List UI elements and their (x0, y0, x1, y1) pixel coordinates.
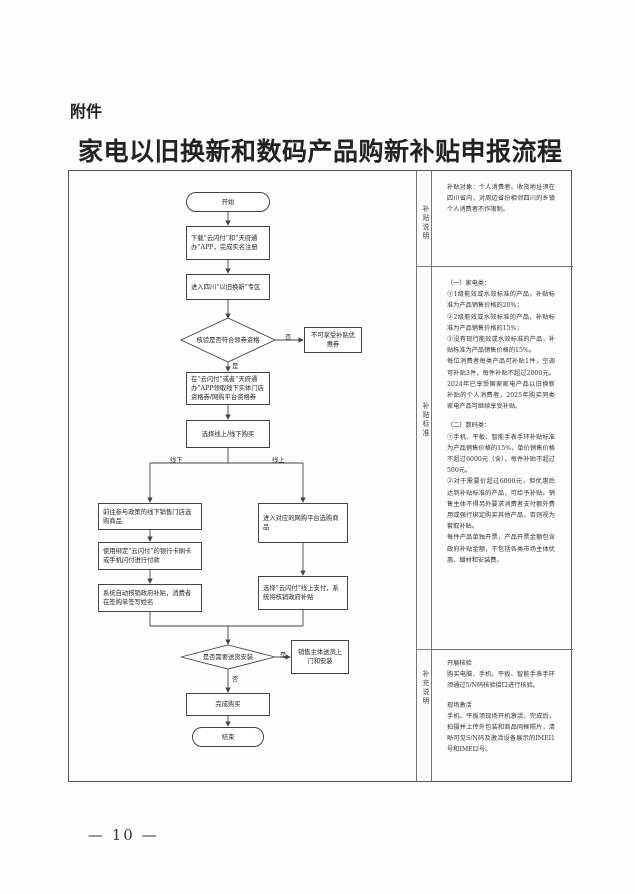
row-divider-2 (416, 649, 573, 650)
sidebar-label-supplement: 补充说明 (422, 670, 430, 705)
flow-check-delivery: 是否需要送货安装 (202, 654, 254, 661)
supplement-2-title: 现场激活 (447, 701, 472, 709)
flow-step-enter-zone: 进入四川“以旧换新”专区 (186, 274, 270, 300)
flow-no-label-2: 否 (232, 676, 239, 683)
supplement-2-text: 手机、平板须现场开机激活，完成后，拍摄并上传外包装和商品同框照片，清晰可见S/N… (447, 712, 555, 754)
column-divider-2 (431, 171, 432, 781)
flow-yes-label-1: 是 (232, 363, 239, 370)
supplement-1-text: 购买电脑、手机、平板、智能手表手环须通过5/N码核验接口进行核验。 (447, 671, 555, 690)
subsidy-standard-text: （一）家电类： ①1级能效或水效标准的产品，补贴标准为产品销售价格的20%； ②… (447, 278, 555, 566)
supplement-1-title: 开展核验 (447, 660, 472, 667)
page-number: — 10 — (88, 826, 159, 844)
home-appliance-rule-1: ①1级能效或水效标准的产品，补贴标准为产品销售价格的20%； (447, 291, 555, 310)
flow-start: 开始 (186, 192, 270, 212)
home-appliance-rule-4: 每位消费者每类产品可补贴1件，空调可补贴3件，每件补贴不超过2000元。2024… (447, 358, 555, 411)
digital-rule-3: 每件产品单独开票，产品开票金额包含政府补贴金额，不包括各类市场主体优惠、赠材和安… (447, 534, 555, 564)
row-divider-1 (416, 266, 573, 267)
sidebar-label-standard: 补贴标准 (422, 402, 430, 437)
check-eligibility-diamond (179, 317, 277, 363)
flow-complete-purchase: 完成购买 (186, 693, 270, 716)
sidebar-label-subject: 补贴说明 (422, 205, 430, 240)
flow-step-download-app: 下载“云闪付”和“天府通办”APP，完成实名注册 (186, 226, 270, 260)
flow-no-label-1: 否 (285, 334, 292, 341)
column-divider-1 (416, 171, 417, 781)
flow-step-choose-channel: 选择线上/线下购买 (186, 420, 270, 448)
digital-rule-2: ②对于需要价超过6000元，但优惠后达到补贴标准的产品，可给予补贴。销售主体不得… (447, 478, 555, 531)
flow-result-delivery: 销售主体送货上门和安装 (291, 640, 349, 674)
flow-result-not-eligible: 不可享受补贴优惠券 (304, 327, 362, 353)
digital-title: （二）数码类： (447, 422, 491, 430)
check-delivery-diamond (180, 644, 276, 670)
flow-offline-store: 前往参与政策的线下销售门店选购商品 (98, 503, 202, 530)
subsidy-subject-paragraph: 补贴对象：个人消费者。收货地址须在四川省内，对周边省份相邻四川的乡镇个人消费者不… (447, 184, 555, 214)
page-title: 家电以旧换新和数码产品购新补贴申报流程 (78, 137, 563, 166)
digital-rule-1: ①手机、平板、智能手表手环补贴标准为产品销售价格的15%，单价销售价格不超过60… (447, 433, 555, 475)
flow-branch-online: 线上 (272, 457, 285, 464)
flow-branch-offline: 线下 (170, 457, 183, 464)
flow-offline-payment: 使用绑定“云闪付”的银行卡刷卡或手机闪付进行付款 (98, 542, 202, 570)
home-appliance-rule-2: ②2级能效或水效标准的产品，补贴标准为产品销售价格的15%； (447, 313, 555, 332)
home-appliance-rule-3: ③没有现行能效或水效标准的产品，补贴标准为产品销售价格的15%。 (447, 336, 555, 355)
supplement-text: 开展核验 购买电脑、手机、平板、智能手表手环须通过5/N码核验接口进行核验。 现… (447, 658, 555, 756)
flow-offline-subsidy: 系统自动核销政府补贴，消费者在签购单签写姓名 (98, 584, 202, 612)
flow-online-store: 进入对应的网购平台选购商品 (258, 503, 348, 543)
subsidy-subject-text: 补贴对象：个人消费者。收货地址须在四川省内，对周边省份相邻四川的乡镇个人消费者不… (447, 182, 555, 216)
flow-yes-label-2: 是 (280, 652, 287, 659)
flow-online-payment: 选择“云闪付”线上支付，系统将核销政府补贴 (258, 576, 348, 610)
home-appliance-title: （一）家电类： (447, 280, 491, 287)
attachment-label: 附件 (70, 102, 103, 121)
flow-step-claim-voucher: 在“云闪付”或者“天府通办”APP领取线下实体门店资格券/网购平台资格券 (186, 372, 270, 405)
flowchart-frame (68, 170, 573, 782)
flow-end: 结束 (192, 727, 264, 747)
flow-check-eligibility: 核验是否符合领券资格 (196, 337, 260, 344)
